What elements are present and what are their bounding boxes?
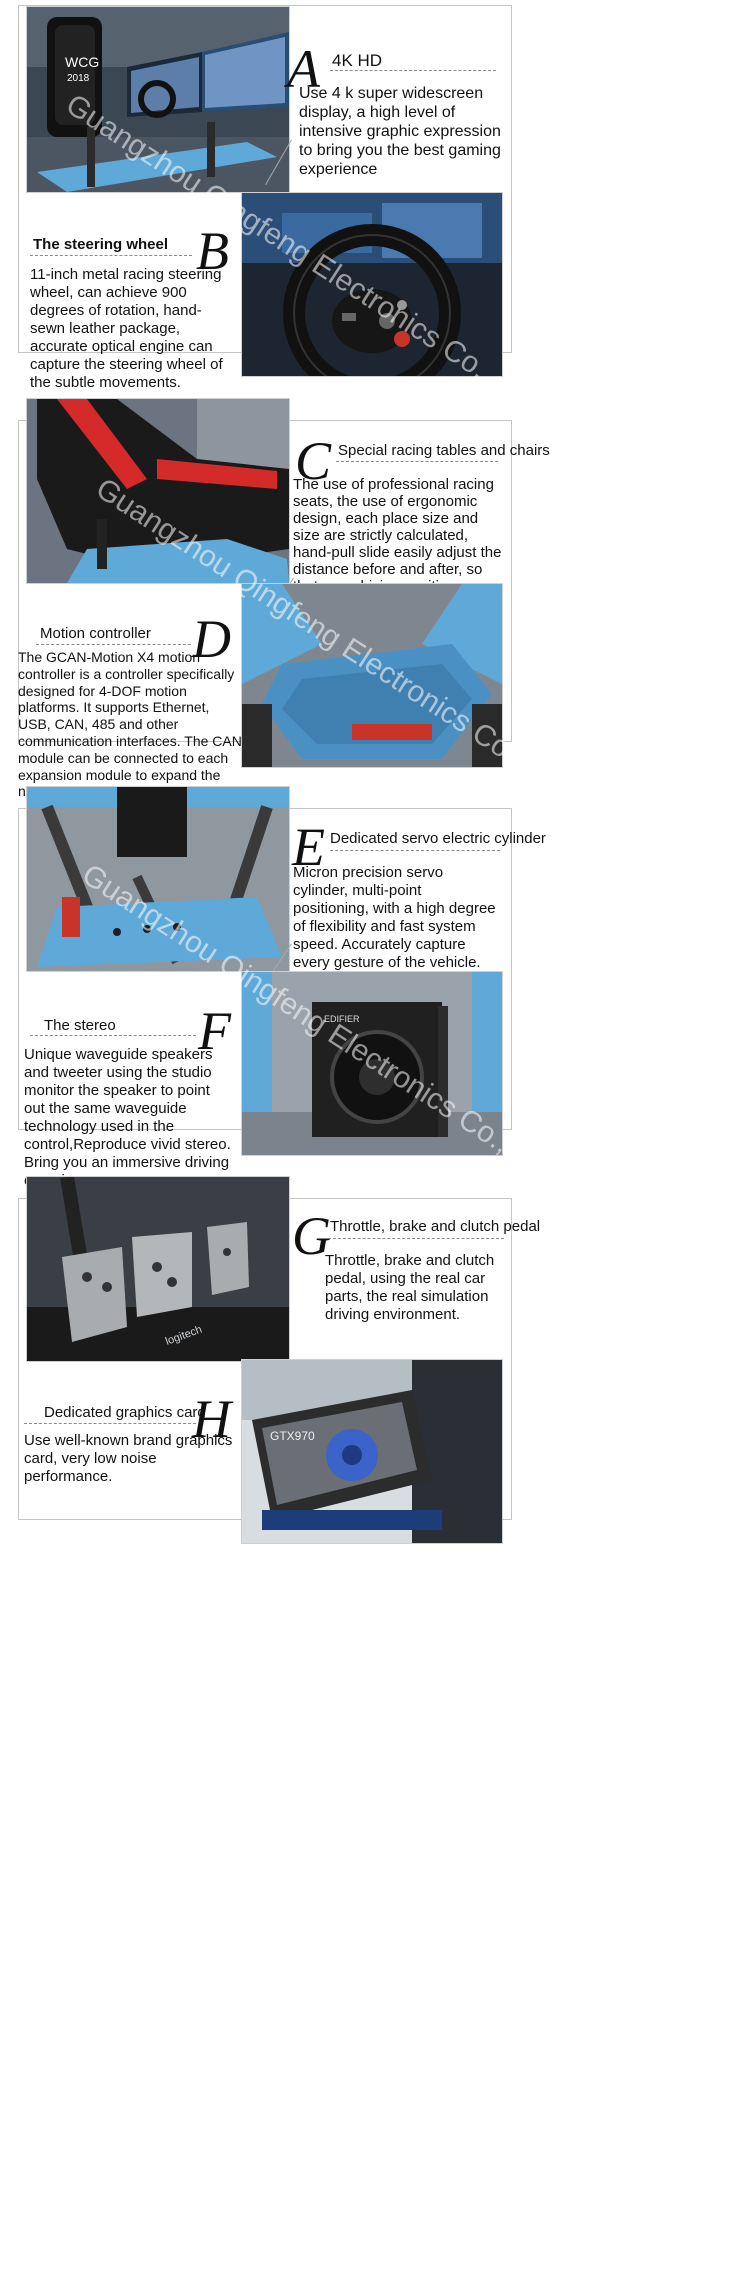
divider-e: [330, 850, 500, 851]
servo-cylinder-illustration: [27, 787, 289, 971]
speaker-brand-text: EDIFIER: [324, 1014, 360, 1024]
divider-f: [30, 1035, 196, 1036]
section-letter-a: A: [287, 39, 320, 99]
section-title-c: Special racing tables and chairs: [338, 442, 550, 459]
racing-seat-illustration: [27, 399, 289, 583]
graphics-card-illustration: GTX970: [242, 1360, 502, 1543]
photo-simulator-display: WCG 2018: [26, 6, 290, 193]
section-letter-h: H: [192, 1389, 231, 1449]
seat-brand-text: WCG: [65, 54, 99, 70]
photo-servo-cylinder: [26, 786, 290, 972]
section-title-h: Dedicated graphics card: [44, 1404, 206, 1421]
divider-g: [328, 1238, 504, 1239]
section-letter-d: D: [192, 609, 231, 669]
section-title-f: The stereo: [44, 1017, 116, 1034]
gpu-model-text: GTX970: [270, 1429, 315, 1443]
section-title-g: Throttle, brake and clutch pedal: [330, 1218, 541, 1235]
section-title-d: Motion controller: [40, 625, 151, 642]
photo-steering-wheel: [241, 192, 503, 377]
section-text-g: Throttle, brake and clutch pedal, using …: [325, 1252, 495, 1323]
simulator-display-illustration: WCG 2018: [27, 7, 289, 192]
section-title-b: The steering wheel: [33, 236, 169, 253]
divider-d: [36, 644, 191, 645]
photo-racing-seat: [26, 398, 290, 584]
divider-b: [30, 255, 192, 256]
stereo-speaker-illustration: EDIFIER: [242, 972, 502, 1155]
photo-pedals: logitech: [26, 1176, 290, 1362]
section-title-a: 4K HD: [332, 51, 383, 70]
section-letter-c: C: [295, 431, 332, 491]
section-text-b: 11-inch metal racing steering wheel, can…: [30, 266, 223, 391]
section-title-e: Dedicated servo electric cylinder: [330, 830, 546, 847]
seat-year-text: 2018: [67, 73, 90, 84]
section-letter-g: G: [292, 1206, 331, 1266]
section-letter-f: F: [198, 1001, 231, 1061]
photo-stereo-speaker: EDIFIER: [241, 971, 503, 1156]
photo-motion-controller: [241, 583, 503, 768]
section-text-d: The GCAN-Motion X4 motion controller is …: [18, 649, 242, 799]
section-letter-e: E: [292, 817, 325, 877]
steering-wheel-illustration: [242, 193, 502, 376]
section-text-a: Use 4 k super widescreen display, a high…: [299, 85, 501, 178]
divider-h: [24, 1423, 196, 1424]
section-letter-b: B: [196, 221, 229, 281]
pedals-illustration: logitech: [27, 1177, 289, 1361]
divider-a: [330, 70, 496, 71]
section-text-f: Unique waveguide speakers and tweeter us…: [24, 1046, 231, 1189]
divider-c: [336, 461, 498, 462]
section-text-e: Micron precision servo cylinder, multi-p…: [293, 864, 496, 971]
photo-graphics-card: GTX970: [241, 1359, 503, 1544]
section-text-h: Use well-known brand graphics card, very…: [24, 1432, 233, 1485]
motion-controller-illustration: [242, 584, 502, 767]
